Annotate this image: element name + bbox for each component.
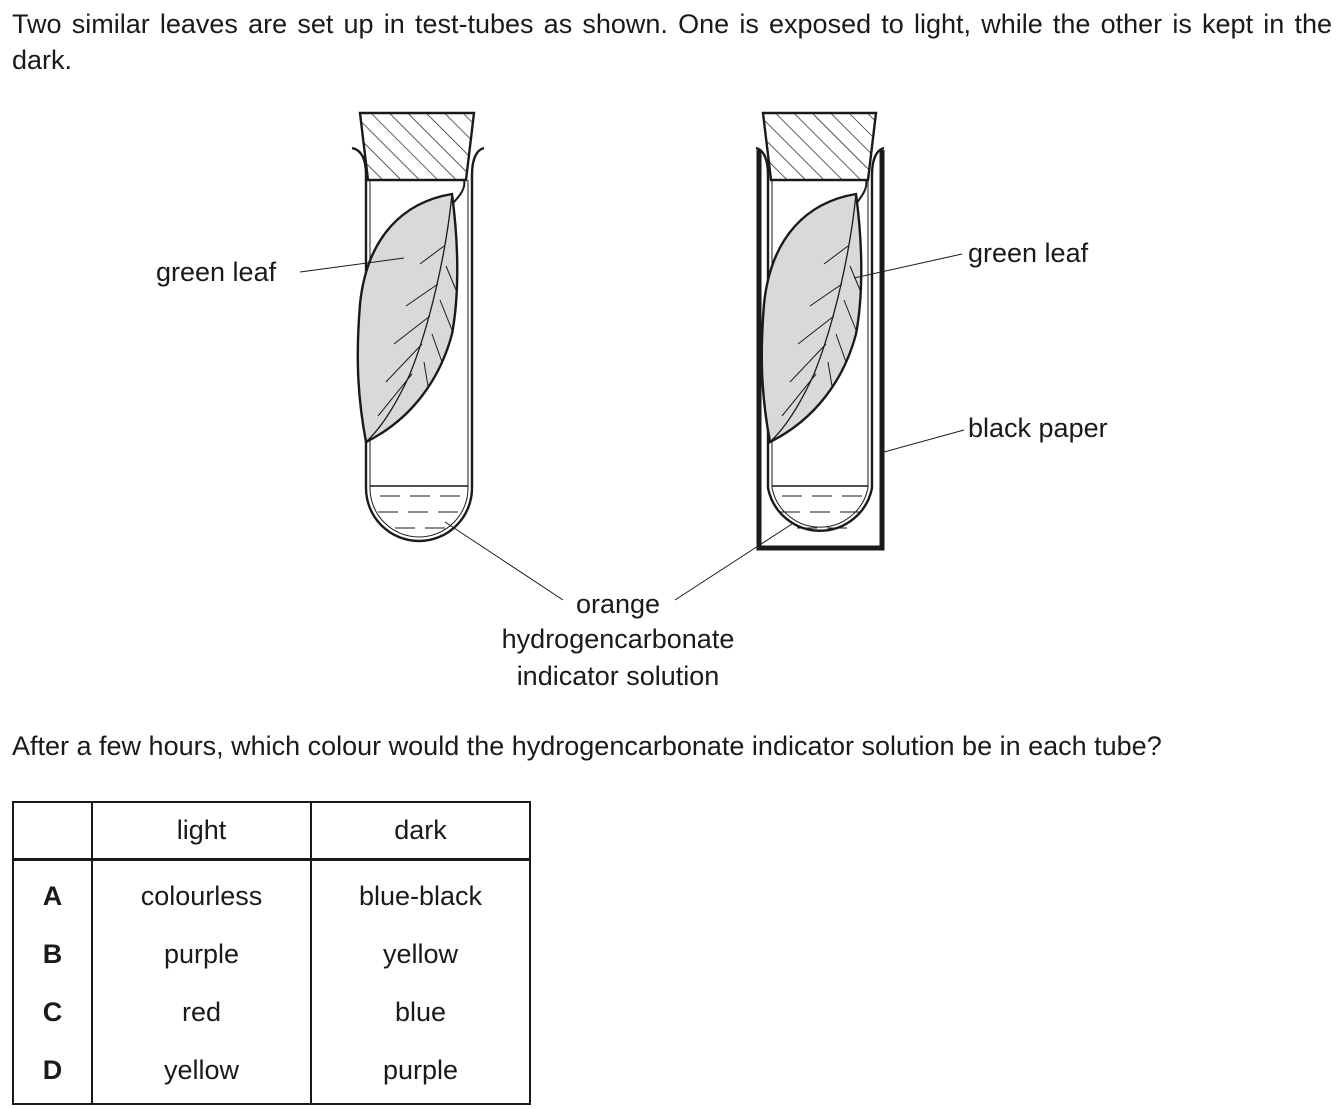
question-text: After a few hours, which colour would th… <box>12 731 1162 761</box>
label-green-leaf-left: green leaf <box>156 257 277 287</box>
solution-dashes-right <box>780 495 862 529</box>
dark-test-tube <box>755 111 885 551</box>
leader-green-leaf-left <box>299 257 405 273</box>
option-key: C <box>42 996 63 1027</box>
header-light: light <box>91 802 311 861</box>
option-key: B <box>42 938 63 969</box>
option-dark: blue-black <box>310 859 530 925</box>
option-key: A <box>42 880 63 911</box>
table-row: A colourless blue-black <box>13 859 530 925</box>
solution-dashes-left <box>378 495 460 529</box>
option-key: D <box>42 1054 63 1085</box>
option-dark: blue <box>310 983 530 1041</box>
header-dark: dark <box>310 802 530 861</box>
green-leaf-right-icon <box>760 192 863 444</box>
table-row: C red blue <box>13 983 530 1041</box>
stopper-right <box>761 111 878 182</box>
stopper-left <box>358 111 476 182</box>
option-light: yellow <box>91 1041 311 1104</box>
tube-glass-right <box>755 146 885 532</box>
table-header-row: light dark <box>13 802 530 861</box>
answer-table: light dark A colourless blue-black B pur… <box>12 801 531 1105</box>
label-black-paper: black paper <box>968 413 1108 443</box>
label-indicator-line3: indicator solution <box>517 661 720 691</box>
option-dark: yellow <box>310 925 530 983</box>
light-test-tube <box>351 111 485 543</box>
table-row: B purple yellow <box>13 925 530 983</box>
table-row: D yellow purple <box>13 1041 530 1104</box>
option-light: red <box>91 983 311 1041</box>
leader-indicator-right <box>674 523 793 601</box>
green-leaf-left-icon <box>356 192 459 444</box>
tube-glass-left <box>351 146 485 543</box>
option-dark: purple <box>310 1041 530 1104</box>
label-green-leaf-right: green leaf <box>968 238 1089 268</box>
leader-green-leaf-right <box>853 253 963 279</box>
tube-inner-wall-right <box>771 180 869 528</box>
black-paper-sleeve <box>756 150 885 551</box>
label-indicator-line2: hydrogencarbonate <box>502 624 735 654</box>
option-light: colourless <box>91 859 311 925</box>
question-intro: Two similar leaves are set up in test-tu… <box>12 9 1332 75</box>
label-indicator-line1: orange <box>576 589 660 619</box>
leader-indicator-left <box>444 521 564 601</box>
header-key <box>13 802 92 861</box>
leader-black-paper <box>883 429 965 453</box>
option-light: purple <box>91 925 311 983</box>
test-tube-diagram: green leaf green leaf black paper orange… <box>156 111 1108 691</box>
tube-inner-wall-left <box>369 180 469 538</box>
